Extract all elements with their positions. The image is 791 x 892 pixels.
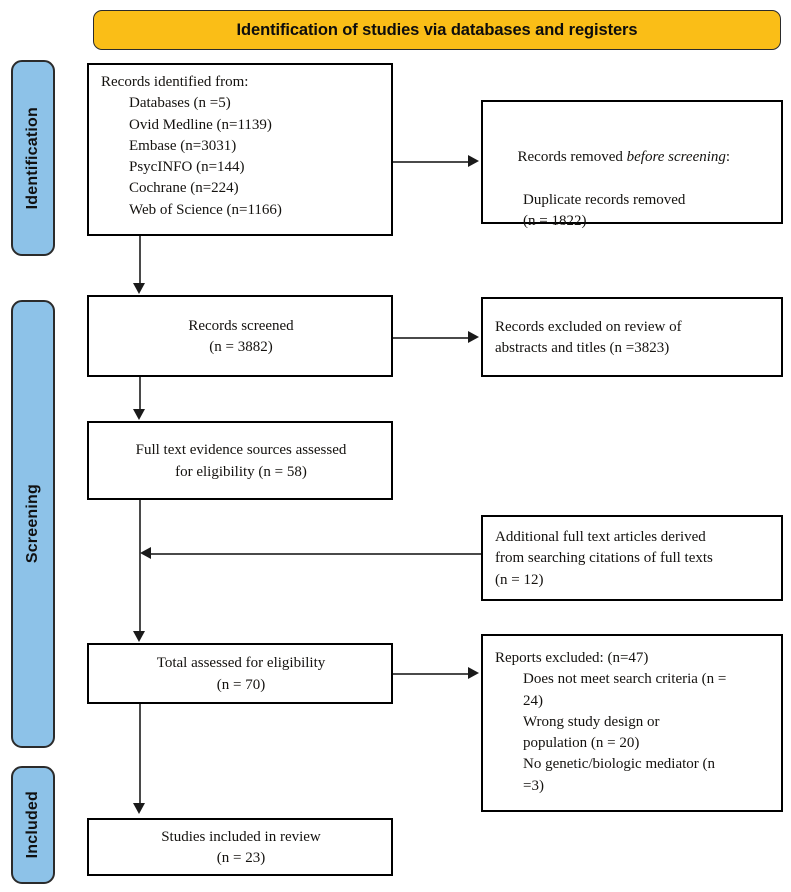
stage-banner: Identification of studies via databases … bbox=[93, 10, 781, 50]
additional-articles-line-1: Additional full text articles derived bbox=[495, 529, 706, 546]
stage-bar-included: Included bbox=[11, 766, 55, 884]
records-identified-item-5: Web of Science (n=1166) bbox=[129, 201, 282, 218]
reports-excluded-item-0: Does not meet search criteria (n = bbox=[523, 671, 727, 688]
records-removed-line-2: Duplicate records removed bbox=[523, 191, 686, 208]
node-records-screened: Records screened (n = 3882) bbox=[87, 295, 393, 377]
reports-excluded-item-5: =3) bbox=[523, 777, 544, 794]
stage-banner-label: Identification of studies via databases … bbox=[236, 20, 638, 39]
arrow-additional-to-stem bbox=[140, 547, 151, 559]
records-removed-line-1-pre: Records removed bbox=[517, 149, 627, 166]
node-full-text-assessed: Full text evidence sources assessed for … bbox=[87, 421, 393, 500]
reports-excluded-item-2: Wrong study design or bbox=[523, 713, 660, 730]
connector-additional-to-stem bbox=[150, 553, 481, 555]
stage-bar-identification: Identification bbox=[11, 60, 55, 256]
arrow-screened-to-fulltext bbox=[133, 409, 145, 420]
node-records-identified: Records identified from: Databases (n =5… bbox=[87, 63, 393, 236]
studies-included-line-2: (n = 23) bbox=[216, 850, 266, 866]
connector-identified-to-removed bbox=[393, 161, 470, 163]
total-assessed-line-1: Total assessed for eligibility bbox=[156, 655, 326, 672]
records-removed-line-1-italic: before screening bbox=[626, 149, 726, 166]
stage-bar-screening: Screening bbox=[11, 300, 55, 748]
records-screened-line-1: Records screened bbox=[188, 317, 294, 334]
connector-fulltext-to-total bbox=[139, 500, 141, 632]
stage-bar-screening-label: Screening bbox=[24, 484, 41, 564]
records-excluded-line-1: Records excluded on review of bbox=[495, 318, 682, 335]
node-records-removed: Records removed before screening: Duplic… bbox=[481, 100, 783, 229]
arrow-total-to-included bbox=[133, 803, 145, 814]
connector-identified-to-screened bbox=[139, 236, 141, 284]
studies-included-line-1: Studies included in review bbox=[161, 828, 321, 845]
arrow-identified-to-removed bbox=[468, 155, 479, 167]
arrow-screened-to-excluded bbox=[468, 331, 479, 343]
connector-screened-to-fulltext bbox=[139, 377, 141, 410]
additional-articles-line-3: (n = 12) bbox=[495, 571, 544, 588]
records-identified-heading: Records identified from: bbox=[101, 74, 249, 90]
records-identified-item-0: Databases (n =5) bbox=[129, 95, 231, 112]
records-identified-item-4: Cochrane (n=224) bbox=[129, 180, 239, 197]
records-excluded-line-2: abstracts and titles (n =3823) bbox=[495, 340, 670, 356]
full-text-assessed-line-1: Full text evidence sources assessed bbox=[135, 442, 347, 459]
arrow-identified-to-screened bbox=[133, 283, 145, 294]
node-reports-excluded: Reports excluded: (n=47) Does not meet s… bbox=[481, 634, 783, 812]
reports-excluded-heading: Reports excluded: (n=47) bbox=[495, 650, 649, 666]
node-records-excluded: Records excluded on review of abstracts … bbox=[481, 297, 783, 377]
reports-excluded-item-3: population (n = 20) bbox=[523, 735, 640, 752]
node-total-assessed: Total assessed for eligibility (n = 70) bbox=[87, 643, 393, 704]
connector-total-to-included bbox=[139, 704, 141, 804]
records-screened-line-2: (n = 3882) bbox=[209, 339, 273, 355]
records-removed-line-1: Records removed before screening: bbox=[495, 126, 771, 190]
node-studies-included: Studies included in review (n = 23) bbox=[87, 818, 393, 876]
records-identified-item-2: Embase (n=3031) bbox=[129, 137, 237, 154]
records-identified-item-3: PsycINFO (n=144) bbox=[129, 159, 245, 176]
full-text-assessed-line-2: for eligibility (n = 58) bbox=[175, 463, 307, 480]
connector-screened-to-excluded bbox=[393, 337, 470, 339]
connector-total-to-reports-excluded bbox=[393, 673, 470, 675]
additional-articles-line-2: from searching citations of full texts bbox=[495, 550, 713, 567]
total-assessed-line-2: (n = 70) bbox=[216, 676, 266, 693]
stage-bar-included-label: Included bbox=[24, 791, 41, 859]
reports-excluded-item-1: 24) bbox=[523, 692, 543, 709]
arrow-fulltext-to-total bbox=[133, 631, 145, 642]
records-removed-line-3: (n = 1822) bbox=[523, 213, 587, 230]
arrow-total-to-reports-excluded bbox=[468, 667, 479, 679]
records-removed-line-1-post: : bbox=[725, 149, 731, 166]
node-additional-articles: Additional full text articles derived fr… bbox=[481, 515, 783, 601]
reports-excluded-item-4: No genetic/biologic mediator (n bbox=[523, 756, 716, 773]
stage-bar-identification-label: Identification bbox=[24, 106, 41, 210]
records-identified-item-1: Ovid Medline (n=1139) bbox=[129, 116, 272, 133]
